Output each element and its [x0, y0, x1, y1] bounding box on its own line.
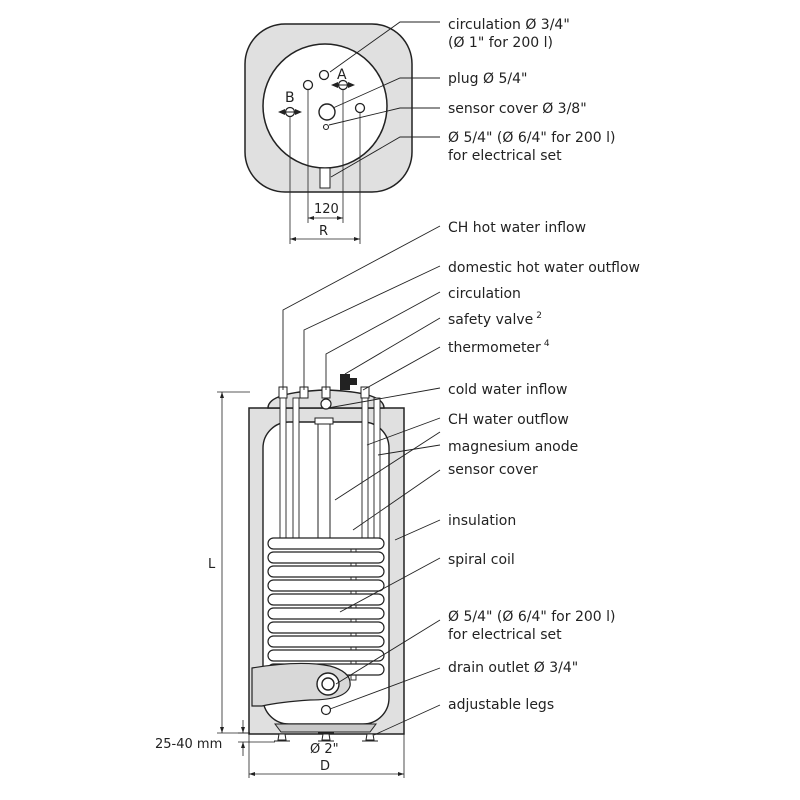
label-cold-water-inflow-text: cold water inflow	[448, 382, 567, 398]
label-ch-hot-water-inflow: CH hot water inflow	[448, 220, 586, 236]
dim-r: R	[319, 224, 328, 239]
label-magnesium-anode: magnesium anode	[448, 439, 578, 455]
label-circulation-text: circulation	[448, 286, 521, 302]
label-magnesium-anode-text: magnesium anode	[448, 439, 578, 455]
label-electrical-set-top: Ø 5/4" (Ø 6/4" for 200 l) for electrical…	[448, 130, 620, 164]
label-sensor-cover-top: sensor cover Ø 3/8"	[448, 101, 587, 117]
label-insulation: insulation	[448, 513, 516, 529]
side-view: L 25-40 mm D Ø 2"	[155, 225, 441, 778]
label-cold-water-inflow: cold water inflow	[448, 382, 567, 398]
label-circulation-top-line1: circulation Ø 3/4"	[448, 17, 570, 33]
drain-outlet-circle	[320, 704, 332, 716]
label-electrical-set-line1: Ø 5/4" (Ø 6/4" for 200 l)	[448, 609, 615, 625]
label-ch-water-outflow-text: CH water outflow	[448, 412, 569, 428]
label-circulation: circulation	[448, 286, 521, 302]
top-plug	[318, 103, 336, 121]
top-connector-left	[302, 79, 314, 91]
label-electrical-set-top-line2: for electrical set	[448, 148, 562, 164]
top-view-electrical-stub	[319, 167, 331, 189]
label-electrical-set-line2: for electrical set	[448, 627, 562, 643]
label-domestic-hot-water-outflow-text: domestic hot water outflow	[448, 260, 640, 276]
dim-l: L	[208, 557, 216, 572]
label-sensor-cover-text: sensor cover	[448, 462, 538, 478]
marker-b: B	[285, 90, 295, 106]
top-view: A B 120 R	[244, 21, 440, 244]
label-ch-hot-water-inflow-text: CH hot water inflow	[448, 220, 586, 236]
dim-d: D	[320, 759, 330, 774]
top-circulation-connector	[318, 69, 330, 81]
dim-bottom-pipe: Ø 2"	[310, 742, 339, 757]
dim-legs: 25-40 mm	[155, 737, 222, 752]
label-thermometer-sup: 4	[544, 339, 550, 349]
label-electrical-set: Ø 5/4" (Ø 6/4" for 200 l) for electrical…	[448, 609, 620, 643]
label-adjustable-legs-text: adjustable legs	[448, 697, 554, 713]
label-drain-outlet: drain outlet Ø 3/4"	[448, 660, 578, 676]
label-spiral-coil: spiral coil	[448, 552, 515, 568]
label-plug: plug Ø 5/4"	[448, 71, 527, 87]
magnesium-anode-rod	[317, 417, 331, 539]
adjustable-legs-group	[274, 733, 378, 742]
label-circulation-top: circulation Ø 3/4" (Ø 1" for 200 l)	[448, 17, 574, 51]
top-sensor-cover	[322, 123, 330, 131]
dim-120: 120	[314, 202, 339, 217]
label-sensor-cover-top-text: sensor cover Ø 3/8"	[448, 101, 587, 117]
label-insulation-text: insulation	[448, 513, 516, 529]
label-safety-valve-text: safety valve	[448, 312, 533, 328]
label-drain-outlet-text: drain outlet Ø 3/4"	[448, 660, 578, 676]
label-thermometer-text: thermometer	[448, 340, 541, 356]
marker-a: A	[337, 67, 347, 83]
label-plug-text: plug Ø 5/4"	[448, 71, 527, 87]
label-adjustable-legs: adjustable legs	[448, 697, 554, 713]
thermometer-body	[340, 374, 350, 390]
label-ch-water-outflow: CH water outflow	[448, 412, 569, 428]
label-electrical-set-top-line1: Ø 5/4" (Ø 6/4" for 200 l)	[448, 130, 615, 146]
label-spiral-coil-text: spiral coil	[448, 552, 515, 568]
top-gauge	[320, 398, 332, 410]
label-sensor-cover: sensor cover	[448, 462, 538, 478]
label-circulation-top-line2: (Ø 1" for 200 l)	[448, 35, 553, 51]
label-safety-valve-sup: 2	[536, 311, 542, 321]
label-domestic-hot-water-outflow: domestic hot water outflow	[448, 260, 640, 276]
top-connector-right	[354, 102, 366, 114]
